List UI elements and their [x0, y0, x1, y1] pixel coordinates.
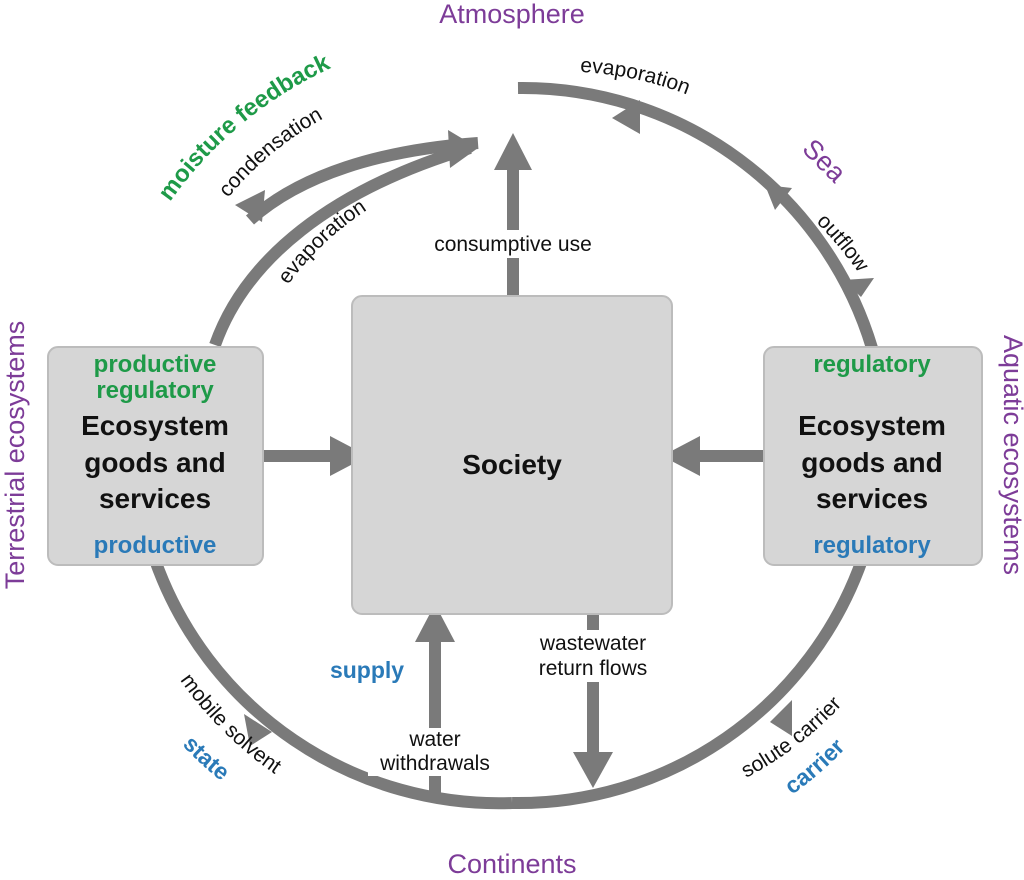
arrowhead-moisture-inner: [448, 130, 478, 168]
region-aquatic: Aquatic ecosystems: [998, 335, 1024, 575]
region-sea: Sea: [797, 133, 853, 189]
region-continents: Continents: [447, 849, 576, 879]
right-title-line-1: Ecosystem: [798, 410, 946, 441]
left-ecosystem-box: [47, 346, 264, 566]
moisture-arrow-inner: [209, 142, 472, 348]
left-tag-regulatory: regulatory: [96, 377, 214, 404]
region-atmosphere: Atmosphere: [439, 0, 585, 29]
arrowhead-water-withdrawals: [415, 604, 455, 642]
label-water: water: [408, 728, 460, 751]
right-tag-regulatory: regulatory: [813, 351, 931, 378]
arrowhead-evaporation-top: [612, 100, 640, 134]
arrowhead-condensation: [235, 190, 265, 222]
right-ecosystem-box: [763, 346, 983, 566]
society-box: [351, 295, 673, 615]
right-tag-bottom: regulatory: [813, 532, 931, 559]
arrowhead-solute-carrier: [770, 700, 792, 736]
cycle-arrow-continents-to-terrestrial: [149, 557, 513, 810]
cycle-arrow-sea-to-atmosphere: [517, 81, 878, 350]
society-label: Society: [462, 449, 562, 480]
arrowhead-consumptive-use: [494, 133, 532, 170]
label-withdrawals: withdrawals: [379, 752, 490, 775]
arrowhead-outflow: [843, 278, 874, 297]
left-title-line-3: services: [99, 483, 211, 514]
label-consumptive-use: consumptive use: [434, 233, 592, 256]
label-return-flows: return flows: [539, 657, 648, 680]
left-tag-productive: productive: [94, 351, 217, 378]
left-tag-bottom: productive: [94, 532, 217, 559]
region-terrestrial: Terrestrial ecosystems: [0, 321, 30, 590]
label-wastewater: wastewater: [539, 632, 646, 655]
label-supply: supply: [330, 657, 404, 683]
moisture-arrow-outer: [245, 137, 479, 225]
cycle-arrow-continents-to-aquatic: [511, 557, 868, 810]
right-title-line-2: goods and: [801, 447, 943, 478]
arrowhead-left-to-society: [330, 436, 368, 476]
left-title-line-1: Ecosystem: [81, 410, 229, 441]
arrowhead-right-to-society: [662, 436, 700, 476]
arrowhead-mobile-solvent: [244, 714, 272, 746]
arrowhead-sea: [765, 185, 792, 210]
arrowhead-wastewater: [573, 752, 613, 788]
left-title-line-2: goods and: [84, 447, 226, 478]
right-title-line-3: services: [816, 483, 928, 514]
